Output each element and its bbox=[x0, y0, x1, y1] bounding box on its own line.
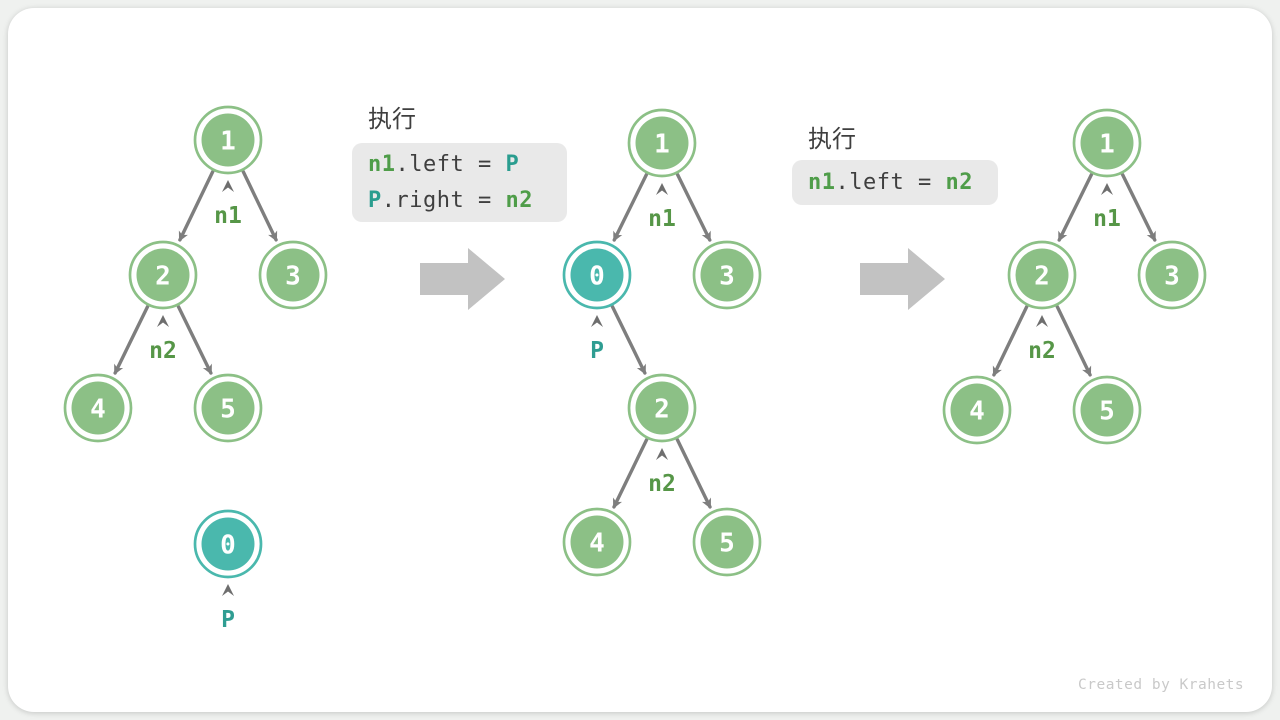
pointer-label-P: P bbox=[590, 338, 604, 364]
node-value: 1 bbox=[654, 130, 670, 160]
pointer-label-n1: n1 bbox=[214, 203, 242, 229]
node-value: 4 bbox=[589, 529, 605, 559]
tree-node-0: 0 bbox=[193, 509, 263, 579]
tree-edge bbox=[176, 304, 213, 375]
node-value: 3 bbox=[1164, 262, 1180, 292]
tree-edge bbox=[178, 169, 215, 242]
pointer-up-arrow-icon bbox=[157, 315, 169, 327]
pointer-label-n1: n1 bbox=[648, 206, 676, 232]
tree-node-4: 4 bbox=[942, 375, 1012, 445]
tree-edge bbox=[612, 172, 649, 242]
pointer-label-P: P bbox=[221, 607, 235, 633]
node-value: 0 bbox=[220, 531, 236, 561]
pointer-up-arrow-icon bbox=[656, 448, 668, 460]
tree-edge bbox=[610, 304, 647, 375]
tree-after-remove: 1 2 3 4 5 n1 n2 bbox=[942, 108, 1207, 445]
tree-edge bbox=[1120, 172, 1157, 242]
transition-arrow-icon bbox=[420, 248, 505, 310]
node-value: 5 bbox=[1099, 397, 1115, 427]
tree-edge bbox=[1057, 172, 1094, 242]
node-value: 2 bbox=[155, 262, 171, 292]
tree-edge bbox=[675, 437, 712, 509]
tree-node-0: 0 bbox=[562, 240, 632, 310]
tree-node-5: 5 bbox=[692, 507, 762, 577]
node-value: 3 bbox=[719, 262, 735, 292]
pointer-up-arrow-icon bbox=[222, 584, 234, 596]
pointer-up-arrow-icon bbox=[1036, 315, 1048, 327]
pointer-label-n2: n2 bbox=[648, 471, 676, 497]
node-value: 2 bbox=[1034, 262, 1050, 292]
tree-node-1: 1 bbox=[1072, 108, 1142, 178]
tree-edge bbox=[612, 437, 649, 509]
tree-edge bbox=[992, 304, 1029, 377]
node-value: 1 bbox=[220, 127, 236, 157]
tree-node-3: 3 bbox=[692, 240, 762, 310]
node-value: 3 bbox=[285, 262, 301, 292]
watermark: Created by Krahets bbox=[1078, 677, 1245, 693]
tree-node-4: 4 bbox=[562, 507, 632, 577]
tree-node-5: 5 bbox=[1072, 375, 1142, 445]
node-value: 5 bbox=[719, 529, 735, 559]
tree-node-4: 4 bbox=[63, 373, 133, 443]
tree-node-2: 2 bbox=[1007, 240, 1077, 310]
pointer-up-arrow-icon bbox=[656, 183, 668, 195]
tree-node-1: 1 bbox=[193, 105, 263, 175]
pointer-label-n2: n2 bbox=[149, 338, 177, 364]
pointer-up-arrow-icon bbox=[591, 315, 603, 327]
pointer-label-n2: n2 bbox=[1028, 338, 1056, 364]
tree-edge bbox=[241, 169, 278, 242]
node-value: 4 bbox=[969, 397, 985, 427]
tree-edge bbox=[1055, 304, 1092, 377]
node-value: 5 bbox=[220, 395, 236, 425]
tree-edge bbox=[113, 304, 150, 375]
node-value: 4 bbox=[90, 395, 106, 425]
tree-node-3: 3 bbox=[1137, 240, 1207, 310]
tree-node-5: 5 bbox=[193, 373, 263, 443]
tree-node-1: 1 bbox=[627, 108, 697, 178]
pointer-up-arrow-icon bbox=[1101, 183, 1113, 195]
node-value: 1 bbox=[1099, 130, 1115, 160]
node-value: 2 bbox=[654, 395, 670, 425]
tree-node-3: 3 bbox=[258, 240, 328, 310]
tree-initial: 1 2 3 4 5 0 n1 n2P bbox=[63, 105, 328, 633]
transition-arrow-icon bbox=[860, 248, 945, 310]
pointer-label-n1: n1 bbox=[1093, 206, 1121, 232]
pointer-up-arrow-icon bbox=[222, 180, 234, 192]
node-value: 0 bbox=[589, 262, 605, 292]
tree-node-2: 2 bbox=[128, 240, 198, 310]
tree-edge bbox=[675, 172, 712, 242]
tree-node-2: 2 bbox=[627, 373, 697, 443]
